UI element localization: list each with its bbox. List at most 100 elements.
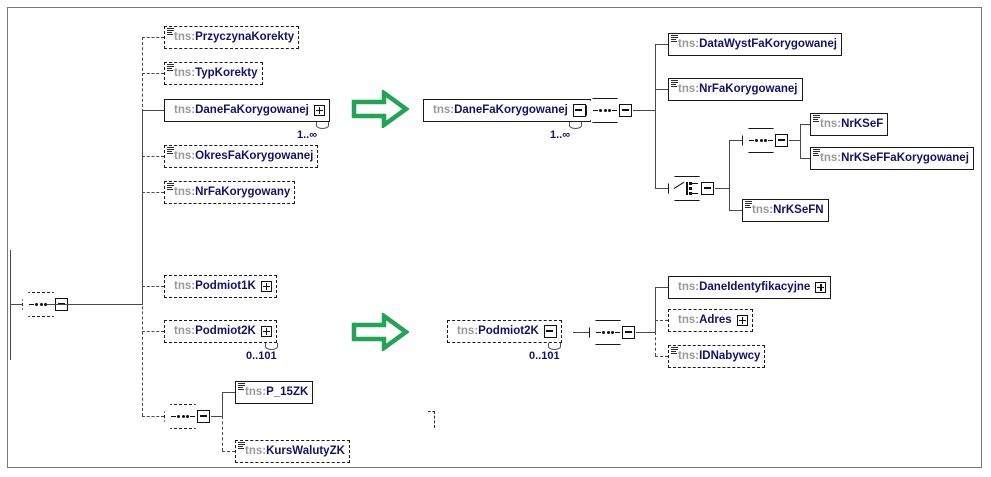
namespace-prefix: tns:	[174, 324, 196, 337]
root-left-stub	[10, 304, 23, 305]
cardinality-tick	[548, 343, 561, 350]
element-name: DaneFaKorygowanej	[195, 103, 309, 116]
choice-bus	[729, 140, 730, 210]
namespace-prefix: tns:	[678, 313, 700, 326]
stub-okres-fa-korygowanej	[142, 156, 164, 157]
element-p15zk[interactable]: tns:P_15ZK	[235, 381, 317, 407]
cardinality-tick	[265, 343, 278, 350]
detail-bottom-trunk	[636, 332, 655, 333]
dashed-artifact	[428, 411, 435, 429]
choice-inner-collapse-button[interactable]	[775, 134, 788, 147]
stub-przyczyna-korekty	[142, 37, 164, 38]
expand-plus-icon[interactable]	[260, 281, 272, 292]
expand-plus-icon[interactable]	[736, 315, 748, 326]
detail-top-bus	[655, 44, 656, 188]
element-typ-korekty[interactable]: tns:TypKorekty	[164, 62, 266, 88]
stub-dane-fa-korygowanej	[142, 110, 164, 111]
element-nrkseffakorygowanej[interactable]: tns:NrKSeFFaKorygowanej	[810, 147, 977, 173]
element-dane-identyfikacyjne[interactable]: tns:DaneIdentyfikacyjne	[668, 276, 835, 302]
simple-type-icon	[167, 28, 174, 35]
choice-inner-sequence-compositor[interactable]	[742, 128, 788, 157]
expand-arrow-podmiot2k[interactable]	[351, 313, 409, 351]
element-name: NrFaKorygowanej	[699, 82, 798, 95]
detail-top-choice-compositor[interactable]	[668, 176, 714, 205]
choice-collapse-button[interactable]	[701, 182, 714, 195]
element-nr-fa-korygowanej[interactable]: tns:NrFaKorygowanej	[668, 78, 806, 104]
stub-podmiot2k	[142, 331, 164, 332]
namespace-prefix: tns:	[245, 385, 267, 398]
detail-cardinality-dane-fa-korygowanej: 1..∞	[550, 129, 571, 141]
element-name: NrKSeFFaKorygowanej	[841, 151, 969, 164]
stub-choice	[655, 188, 668, 189]
element-nrksefn[interactable]: tns:NrKSeFN	[742, 199, 832, 225]
element-podmiot2k[interactable]: tns:Podmiot2K	[164, 320, 280, 346]
detail-top-sequence-compositor[interactable]	[586, 98, 632, 127]
stub-nr-fa-korygowany	[142, 192, 164, 193]
element-adres[interactable]: tns:Adres	[668, 309, 756, 335]
choice-icon	[673, 181, 700, 196]
element-name: Podmiot1K	[195, 279, 256, 292]
stub-dane-identyfikacyjne	[655, 287, 668, 288]
simple-type-icon	[238, 383, 245, 390]
expand-plus-icon[interactable]	[313, 105, 325, 116]
root-left-axis	[10, 250, 11, 360]
element-datawyst-fa-korygowanej[interactable]: tns:DataWystFaKorygowanej	[668, 33, 845, 59]
simple-type-icon	[813, 149, 820, 156]
detail-bottom-collapse-button[interactable]	[622, 326, 635, 339]
stub-choice-inner-sequence	[729, 140, 742, 141]
element-kurs-waluty-zk[interactable]: tns:KursWalutyZK	[235, 440, 353, 466]
element-name: PrzyczynaKorekty	[195, 30, 295, 43]
simple-type-icon	[813, 115, 820, 122]
detail-top-collapse-button[interactable]	[619, 104, 632, 117]
element-nrksef[interactable]: tns:NrKSeF	[810, 113, 892, 139]
element-okres-fa-korygowanej[interactable]: tns:OkresFaKorygowanej	[164, 145, 322, 171]
expand-plus-icon[interactable]	[815, 282, 827, 293]
namespace-prefix: tns:	[678, 37, 700, 50]
detail-bottom-link	[573, 332, 597, 333]
namespace-prefix: tns:	[433, 103, 455, 116]
simple-type-icon	[671, 35, 678, 42]
expand-plus-icon[interactable]	[260, 326, 272, 337]
root-trunk	[47, 304, 142, 305]
detail-top-trunk	[633, 110, 655, 111]
detail-element-podmiot2k[interactable]: tns:Podmiot2K	[447, 320, 565, 346]
stub-podmiot1k	[142, 286, 164, 287]
inner-sequence-compositor[interactable]	[164, 404, 210, 433]
element-name: NrKSeFN	[773, 203, 824, 216]
simple-type-icon	[745, 201, 752, 208]
stub-nrkseffakorygowanej	[800, 158, 810, 159]
inner-sequence-collapse-button[interactable]	[197, 410, 210, 423]
namespace-prefix: tns:	[174, 30, 196, 43]
sequence-icon	[593, 109, 617, 112]
element-nr-fa-korygowany[interactable]: tns:NrFaKorygowany	[164, 181, 299, 207]
inner-seq-bus-up	[222, 392, 223, 417]
detail-element-dane-fa-korygowanej[interactable]: tns:DaneFaKorygowanej	[423, 99, 594, 125]
element-name: KursWalutyZK	[266, 444, 345, 457]
element-podmiot1k[interactable]: tns:Podmiot1K	[164, 275, 280, 301]
element-name: IDNabywcy	[699, 349, 761, 362]
main-bus-dashed-mid	[142, 156, 143, 192]
detail-bottom-collapse-button[interactable]	[543, 325, 557, 338]
namespace-prefix: tns:	[174, 185, 196, 198]
detail-bottom-sequence-compositor[interactable]	[589, 320, 635, 349]
simple-type-icon	[671, 347, 678, 354]
stub-idnabywcy	[655, 356, 668, 357]
simple-type-icon	[167, 183, 174, 190]
element-name: DataWystFaKorygowanej	[699, 37, 837, 50]
element-name: OkresFaKorygowanej	[195, 149, 314, 162]
expand-arrow-dane-fa-korygowanej[interactable]	[351, 90, 409, 128]
element-idnabywcy[interactable]: tns:IDNabywcy	[668, 345, 769, 371]
stub-datawyst-fa-korygowanej	[655, 44, 668, 45]
element-dane-fa-korygowanej[interactable]: tns:DaneFaKorygowanej	[164, 99, 333, 125]
detail-bottom-bus-solid	[655, 287, 656, 332]
simple-type-icon	[671, 80, 678, 87]
detail-collapse-button[interactable]	[572, 104, 586, 117]
namespace-prefix: tns:	[678, 349, 700, 362]
element-name: Podmiot2K	[478, 324, 539, 337]
element-name: NrKSeF	[841, 117, 884, 130]
element-przyczyna-korekty[interactable]: tns:PrzyczynaKorekty	[164, 26, 303, 52]
stub-inner-sequence	[142, 416, 164, 417]
detail-bottom-bus-dashed	[655, 332, 656, 356]
inner-seq-bus-down	[222, 416, 223, 451]
sequence-icon	[171, 415, 195, 418]
